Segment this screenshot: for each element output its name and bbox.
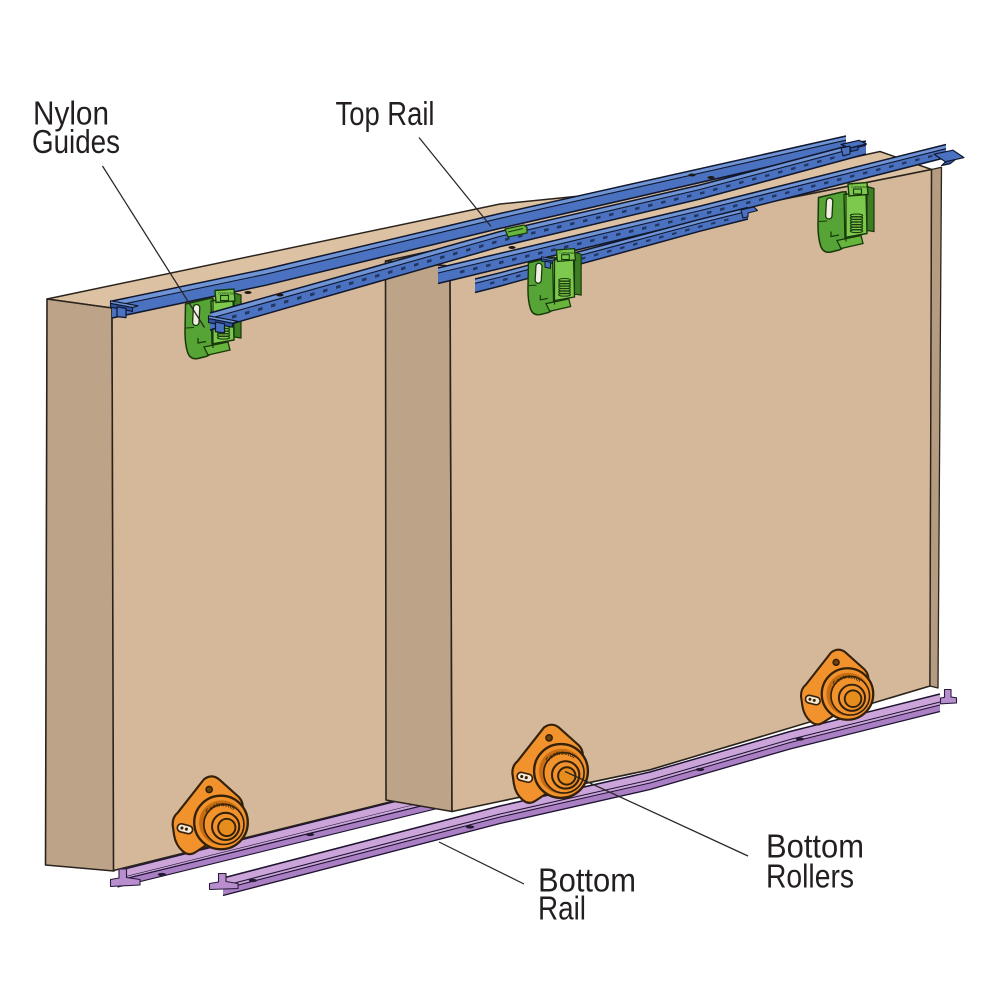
svg-text:Rail: Rail — [538, 891, 586, 928]
svg-text:Rollers: Rollers — [766, 859, 854, 896]
svg-text:Bottom: Bottom — [766, 829, 864, 866]
svg-text:Contractor: Contractor — [851, 185, 868, 189]
svg-text:Contractor: Contractor — [559, 251, 575, 255]
svg-text:Bottom: Bottom — [538, 863, 636, 900]
svg-text:Contractor: Contractor — [218, 292, 235, 296]
svg-text:Guides: Guides — [32, 124, 120, 161]
svg-text:Top Rail: Top Rail — [336, 96, 435, 133]
svg-text:Nylon: Nylon — [33, 96, 109, 133]
